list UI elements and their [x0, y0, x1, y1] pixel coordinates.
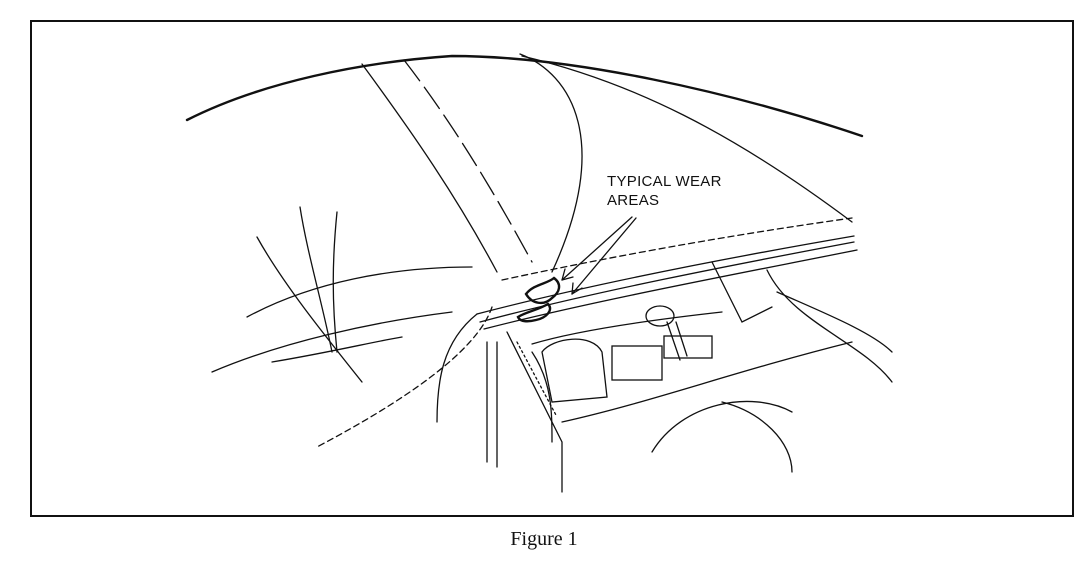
shifter-plate — [611, 345, 663, 381]
callout-arrow-1-head — [561, 268, 574, 281]
car-interior-illustration — [185, 53, 893, 493]
console-side — [561, 341, 853, 423]
roof-center-line — [519, 53, 583, 273]
a-pillar-rail-outer — [476, 235, 855, 315]
seat-outline-2 — [721, 401, 793, 473]
pillar-dotted-line — [316, 306, 493, 448]
roof-dotted-edge — [501, 217, 853, 281]
glass-line-1 — [299, 206, 333, 353]
callout-arrow-2 — [571, 217, 637, 295]
console-front — [531, 351, 553, 443]
glass-line-5 — [211, 311, 453, 373]
rear-seat-right — [766, 269, 893, 383]
roof-pillar-line-left — [361, 63, 498, 273]
roof-rear-line — [521, 55, 853, 223]
figure-frame: TYPICAL WEAR AREAS — [30, 20, 1074, 517]
glass-line-2 — [332, 211, 338, 353]
roof-pillar-line-right — [403, 59, 533, 263]
shifter-stick — [666, 321, 688, 361]
pillar-front-curve — [436, 313, 478, 423]
rear-seat-curve — [776, 291, 893, 353]
wear-area-patch-upper — [524, 276, 561, 305]
a-pillar-rail-mid — [479, 241, 855, 323]
shifter-knob — [645, 305, 675, 327]
glass-line-6 — [271, 336, 403, 363]
a-pillar-rail-inner — [483, 249, 858, 330]
wear-area-patch-lower — [516, 302, 552, 323]
callout-arrow-1 — [561, 216, 633, 281]
glass-line-3 — [256, 236, 363, 383]
console-box — [541, 338, 608, 403]
wear-area-callout: TYPICAL WEAR AREAS — [607, 173, 722, 209]
rear-seat-left — [711, 261, 773, 323]
callout-arrow-2-head — [571, 282, 583, 295]
figure-caption: Figure 1 — [510, 528, 578, 550]
roof-outline — [185, 54, 864, 138]
seat-outline-1 — [651, 400, 793, 453]
shifter-gate — [663, 335, 713, 359]
console-top — [531, 311, 723, 345]
glass-line-4 — [246, 266, 473, 318]
dashboard-edge — [506, 331, 563, 493]
